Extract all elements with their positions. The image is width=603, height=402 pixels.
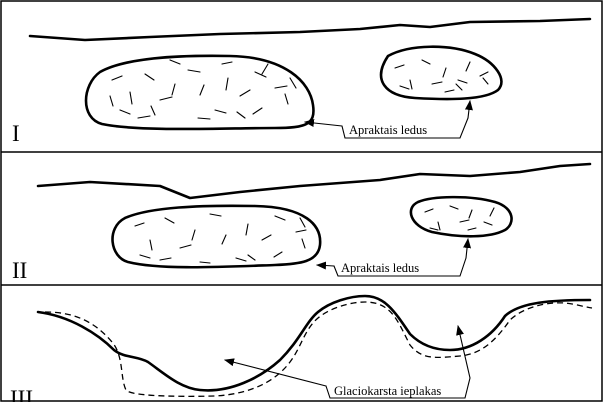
panel-2: II Apraktais ledus — [12, 164, 590, 283]
ground-surface-1 — [30, 19, 590, 40]
initial-surface-3 — [45, 302, 592, 396]
current-surface-3 — [38, 296, 590, 390]
panel-1: I Apraktais ledus — [12, 19, 590, 146]
buried-ice-body-1b — [381, 47, 501, 99]
panel-1-label: Apraktais ledus — [349, 123, 427, 137]
panel-2-label: Apraktais ledus — [341, 261, 419, 275]
panel-3: III Glaciokarsta ieplakas — [10, 296, 592, 402]
ice-texture-1a — [110, 60, 296, 119]
panel-1-arrow-b — [468, 101, 470, 118]
ice-texture-2b — [425, 206, 494, 230]
ice-texture-2a — [135, 214, 306, 263]
ice-texture-1b — [395, 60, 488, 92]
panel-2-arrow-a — [317, 265, 334, 266]
panel-1-arrow-a — [305, 122, 342, 126]
panel-3-label: Glaciokarsta ieplakas — [334, 384, 441, 398]
panel-1-numeral: I — [12, 121, 20, 146]
panel-3-arrow-b — [458, 326, 470, 378]
panel-2-numeral: II — [12, 258, 27, 283]
panel-2-arrow-b — [466, 239, 468, 258]
panel-3-numeral: III — [10, 386, 33, 402]
ground-surface-2 — [38, 164, 590, 198]
buried-ice-body-2b — [411, 197, 512, 236]
